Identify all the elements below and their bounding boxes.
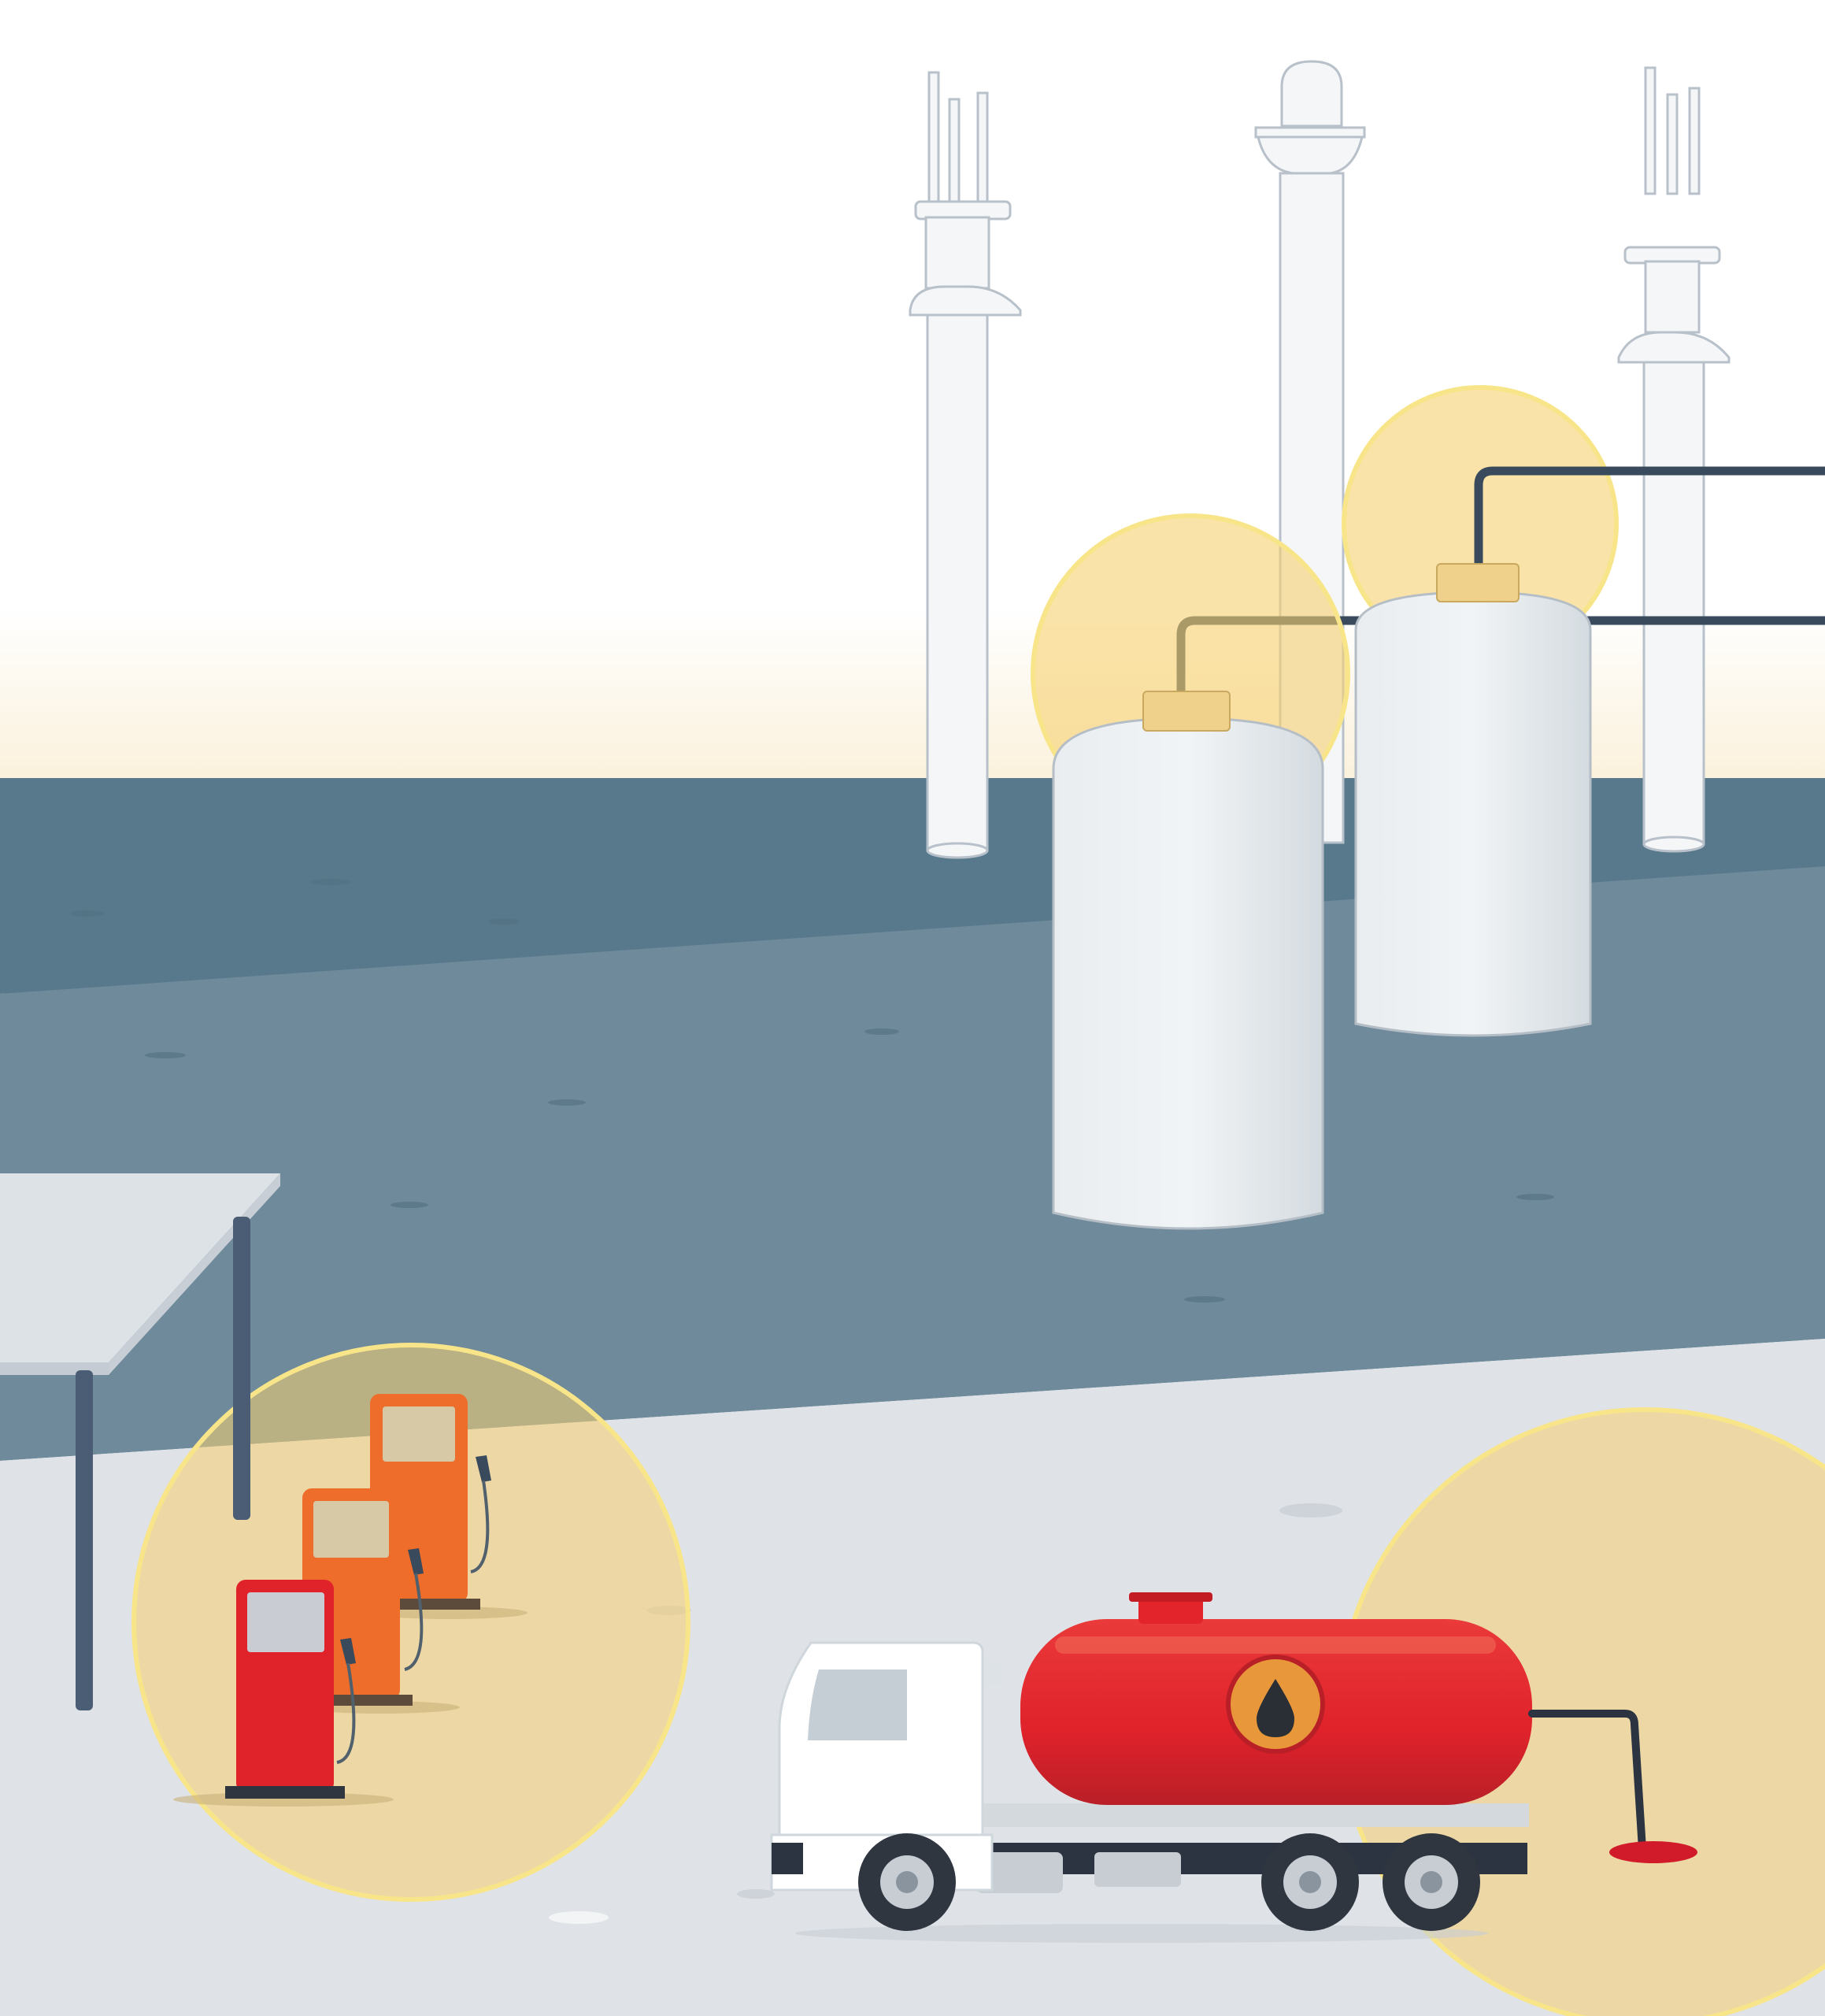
fuel-nozzle-icon	[408, 1548, 424, 1575]
fuel-pump-front	[173, 1580, 394, 1807]
truck-wheel-rear-1	[1261, 1833, 1359, 1931]
truck-wheel-rear-2	[1383, 1833, 1480, 1931]
fuel-nozzle-icon	[476, 1455, 491, 1482]
oil-drop-icon	[1257, 1679, 1294, 1737]
storage-tank-right	[1354, 563, 1592, 1037]
distillation-tower-right	[1617, 66, 1731, 853]
storage-tank-left	[1052, 691, 1324, 1230]
truck-wheel-front	[858, 1833, 956, 1931]
distillation-tower-left	[909, 71, 1022, 859]
fuel-nozzle-icon	[340, 1638, 356, 1665]
tanker-truck	[770, 1592, 1697, 1943]
fuel-spill	[1609, 1841, 1697, 1863]
station-canopy	[0, 1173, 280, 1710]
